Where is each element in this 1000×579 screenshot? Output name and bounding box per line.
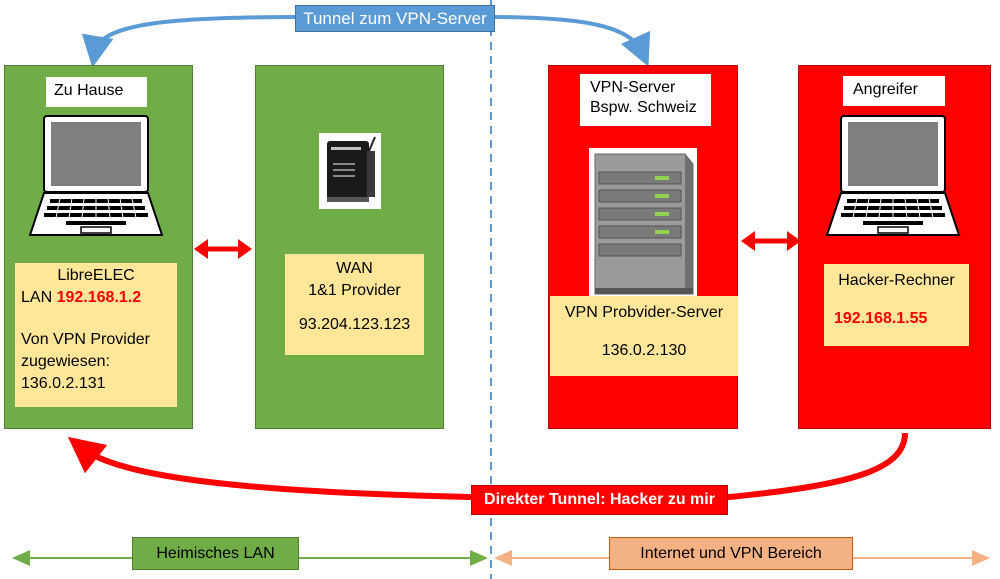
home-vpn-ip: 136.0.2.131 [21, 375, 106, 392]
home-panel: Zu Hause LibreELEC LAN 192.168.1.2 Von V… [4, 65, 193, 429]
laptop-icon [28, 115, 164, 236]
attacker-title: Angreifer [843, 76, 945, 106]
server-icon [589, 148, 697, 300]
router-ip: 93.204.123.123 [298, 316, 411, 333]
router-panel: WAN 1&1 Provider 93.204.123.123 [255, 65, 444, 429]
attacker-panel: Angreifer Hacker-Rechner 192.168.1.55 [798, 65, 991, 429]
vpn-server-ip: 136.0.2.130 [601, 342, 687, 359]
top-tunnel-label: Tunnel zum VPN-Server [295, 5, 495, 32]
router-provider: 1&1 Provider [308, 282, 401, 299]
home-vpn-text1: Von VPN Provider [21, 331, 150, 348]
vpn-server-title: VPN-Server Bspw. Schweiz [580, 74, 711, 126]
router-wan: WAN [336, 260, 373, 277]
vpn-server-name: VPN Probvider-Server [564, 304, 724, 321]
attacker-device-name: Hacker-Rechner [838, 272, 955, 289]
laptop-icon [825, 115, 961, 236]
server-attacker-link [741, 231, 801, 251]
vpn-server-info-box: VPN Probvider-Server 136.0.2.130 [550, 296, 738, 376]
home-device-name: LibreELEC [57, 267, 135, 284]
vpn-server-panel: VPN-Server Bspw. Schweiz VPN Probvider-S… [548, 65, 738, 429]
attacker-info-box: Hacker-Rechner 192.168.1.55 [824, 264, 969, 346]
home-lan-ip: 192.168.1.2 [56, 289, 142, 306]
home-info-box: LibreELEC LAN 192.168.1.2 Von VPN Provid… [15, 263, 177, 407]
top-tunnel-arrow [81, 15, 301, 68]
home-lan-label: Heimisches LAN [132, 537, 299, 570]
direct-tunnel-arrow [67, 432, 908, 500]
attacker-ip: 192.168.1.55 [834, 310, 928, 327]
internet-vpn-label: Internet und VPN Bereich [609, 537, 853, 570]
router-icon [319, 133, 381, 209]
home-router-link [194, 239, 252, 259]
top-tunnel-arrow-right [487, 15, 651, 67]
home-lan-line: LAN 192.168.1.2 [21, 289, 142, 306]
router-info-box: WAN 1&1 Provider 93.204.123.123 [285, 254, 424, 355]
direct-tunnel-label: Direkter Tunnel: Hacker zu mir [471, 485, 728, 515]
home-vpn-text2: zugewiesen: [21, 353, 110, 370]
home-title: Zu Hause [46, 77, 147, 107]
